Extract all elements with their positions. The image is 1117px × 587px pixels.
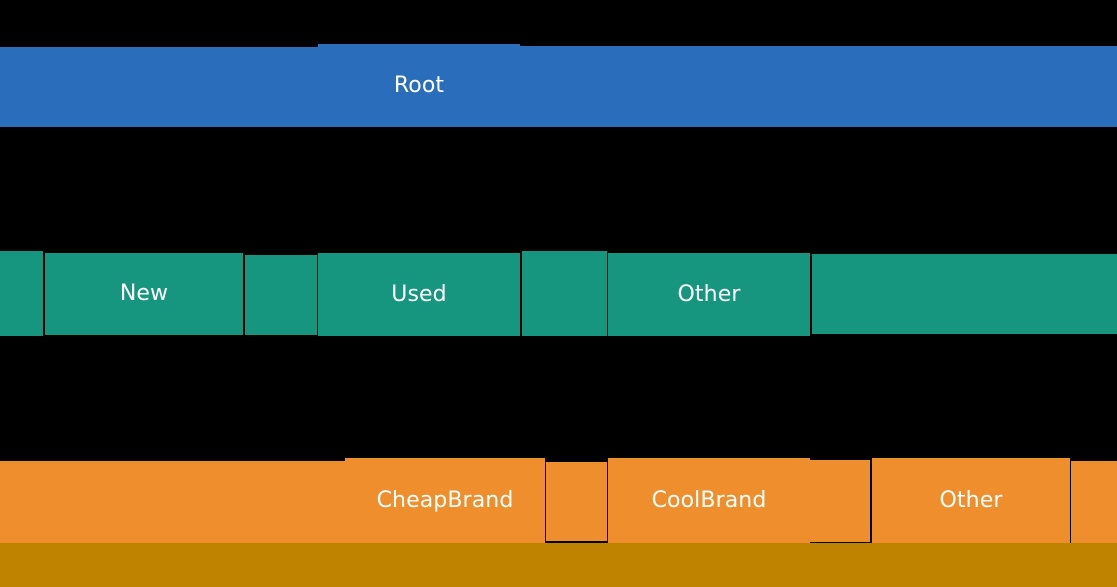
icicle-node-segment-1-2[interactable] bbox=[245, 255, 317, 335]
icicle-node-other[interactable]: Other bbox=[872, 458, 1070, 543]
leaf-band bbox=[0, 543, 1117, 587]
icicle-node-segment-1-6[interactable] bbox=[812, 254, 1117, 334]
icicle-node-root[interactable]: Root bbox=[318, 44, 520, 127]
icicle-node-label: Other bbox=[677, 281, 741, 307]
icicle-node-segment-3-0[interactable] bbox=[0, 543, 1117, 587]
icicle-node-label: CoolBrand bbox=[651, 487, 767, 513]
icicle-node-used[interactable]: Used bbox=[318, 253, 520, 336]
icicle-node-segment-2-4[interactable] bbox=[810, 460, 870, 542]
brand-band: CheapBrand CoolBrand Other bbox=[0, 458, 1117, 543]
icicle-node-cheapbrand[interactable]: CheapBrand bbox=[345, 458, 545, 543]
icicle-node-other[interactable]: Other bbox=[608, 253, 810, 336]
icicle-node-segment-2-2[interactable] bbox=[546, 462, 607, 541]
icicle-node-segment-2-6[interactable] bbox=[1071, 461, 1117, 543]
icicle-node-label: Root bbox=[393, 72, 445, 98]
condition-band: New Used Other bbox=[0, 251, 1117, 336]
icicle-node-segment-0-2[interactable] bbox=[520, 46, 1117, 127]
icicle-node-coolbrand[interactable]: CoolBrand bbox=[608, 458, 810, 543]
icicle-node-label: CheapBrand bbox=[376, 487, 514, 513]
icicle-node-label: Other bbox=[939, 487, 1003, 513]
icicle-node-segment-0-0[interactable] bbox=[0, 47, 318, 127]
icicle-node-new[interactable]: New bbox=[45, 253, 243, 335]
icicle-node-label: New bbox=[119, 281, 169, 306]
root-band: Root bbox=[0, 44, 1117, 127]
icicle-node-segment-1-4[interactable] bbox=[522, 251, 607, 336]
icicle-node-segment-2-0[interactable] bbox=[0, 461, 345, 543]
icicle-node-segment-1-0[interactable] bbox=[0, 251, 43, 336]
icicle-node-label: Used bbox=[391, 281, 447, 307]
